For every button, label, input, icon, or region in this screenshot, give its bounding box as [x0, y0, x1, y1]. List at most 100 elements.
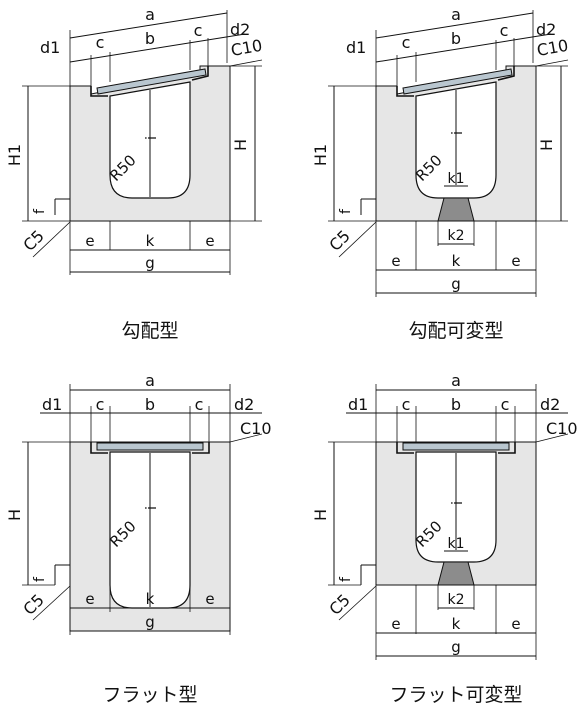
- label-g: g: [145, 613, 155, 631]
- label-c-right: c: [500, 21, 509, 40]
- frame-left: [396, 86, 414, 97]
- frame-right: [497, 66, 515, 81]
- label-b: b: [145, 395, 155, 414]
- label-c-left: c: [402, 33, 411, 52]
- label-f: f: [338, 208, 354, 214]
- label-h: H: [311, 509, 330, 521]
- c10-leader: [229, 59, 263, 67]
- label-a: a: [451, 371, 461, 390]
- frame-left: [396, 442, 414, 454]
- base-notch: [360, 198, 376, 215]
- label-e-right: e: [511, 252, 520, 270]
- label-c5: C5: [325, 226, 354, 255]
- label-b: b: [451, 29, 461, 48]
- dim-b-line: [375, 33, 552, 63]
- label-h: H: [231, 139, 250, 151]
- frame-right: [191, 66, 209, 81]
- label-k: k: [452, 252, 461, 270]
- label-h: H: [5, 509, 24, 521]
- dim-a-line: [69, 12, 228, 39]
- label-i: i: [144, 506, 160, 510]
- c5-leader: [338, 221, 377, 258]
- label-b: b: [451, 395, 461, 414]
- label-c5: C5: [325, 590, 354, 619]
- caption-gradient-variable: 勾配可変型: [408, 320, 504, 342]
- label-h1: H1: [5, 144, 24, 166]
- label-g: g: [451, 275, 461, 293]
- label-c-left: c: [96, 395, 105, 414]
- label-c-left: c: [96, 33, 105, 52]
- label-i: i: [144, 136, 160, 140]
- label-h: H: [537, 139, 556, 151]
- c5-leader: [32, 585, 71, 621]
- panel-gradient-variable: a b c c d1 d2 C10 H1 H f C5 i R50 k1 k2 …: [311, 5, 570, 297]
- label-c10: C10: [535, 36, 569, 60]
- label-a: a: [145, 5, 155, 24]
- caption-flat-variable: フラット可変型: [389, 684, 523, 706]
- label-k2: k2: [447, 592, 464, 608]
- label-k1: k1: [447, 171, 464, 187]
- label-c10: C10: [240, 419, 272, 438]
- label-i: i: [450, 131, 466, 135]
- label-h1: H1: [311, 144, 330, 166]
- frame-left: [90, 86, 108, 97]
- label-e-left: e: [391, 252, 400, 270]
- label-d2: d2: [234, 395, 254, 414]
- grating-cover: [96, 68, 207, 95]
- label-f: f: [32, 576, 48, 582]
- c10-leader: [229, 433, 263, 443]
- label-d1: d1: [346, 38, 366, 57]
- label-c10: C10: [546, 419, 578, 438]
- label-e-right: e: [511, 615, 520, 633]
- label-i: i: [450, 501, 466, 505]
- label-d1: d1: [348, 395, 368, 414]
- label-c-right: c: [501, 395, 510, 414]
- label-f: f: [338, 576, 354, 582]
- base-notch: [54, 198, 70, 215]
- label-e-left: e: [85, 590, 94, 608]
- frame-right: [498, 442, 516, 454]
- label-c-right: c: [195, 395, 204, 414]
- c5-leader: [32, 221, 71, 258]
- label-b: b: [145, 29, 155, 48]
- caption-gradient: 勾配型: [121, 320, 179, 342]
- panel-gradient: a b c c d1 d2 C10 H1 H f C5 i R50 e k e …: [5, 5, 264, 275]
- label-a: a: [451, 5, 461, 24]
- label-d2: d2: [230, 20, 250, 39]
- label-e-left: e: [85, 232, 94, 250]
- label-a: a: [145, 371, 155, 390]
- label-e-right: e: [205, 232, 214, 250]
- base-insert: [437, 197, 475, 222]
- label-c5: C5: [19, 226, 48, 255]
- label-c-right: c: [194, 21, 203, 40]
- label-k: k: [146, 590, 155, 608]
- label-g: g: [451, 638, 461, 656]
- label-d2: d2: [536, 20, 556, 39]
- label-e-right: e: [205, 590, 214, 608]
- grating-cover: [402, 68, 513, 95]
- label-k: k: [452, 615, 461, 633]
- caption-flat: フラット型: [102, 684, 198, 706]
- panel-flat: a b c c d1 d2 C10 H f C5 i R50 e k e g: [5, 371, 272, 635]
- c5-leader: [338, 585, 377, 621]
- label-d1: d1: [42, 395, 62, 414]
- label-g: g: [145, 254, 155, 272]
- label-f: f: [32, 208, 48, 214]
- c10-leader: [535, 59, 569, 67]
- label-e-left: e: [391, 615, 400, 633]
- label-d2: d2: [540, 395, 560, 414]
- base-insert: [437, 561, 475, 586]
- dim-b-line: [69, 33, 246, 63]
- label-d1: d1: [40, 38, 60, 57]
- frame-left: [90, 442, 108, 454]
- label-k1: k1: [447, 536, 464, 552]
- label-c-left: c: [402, 395, 411, 414]
- panel-flat-variable: a b c c d1 d2 C10 H f C5 i R50 k1 k2 e k…: [311, 371, 578, 660]
- label-k: k: [146, 232, 155, 250]
- label-c10: C10: [229, 36, 263, 60]
- c10-leader: [535, 433, 569, 443]
- base-notch: [54, 564, 70, 585]
- grating-cover: [402, 442, 510, 451]
